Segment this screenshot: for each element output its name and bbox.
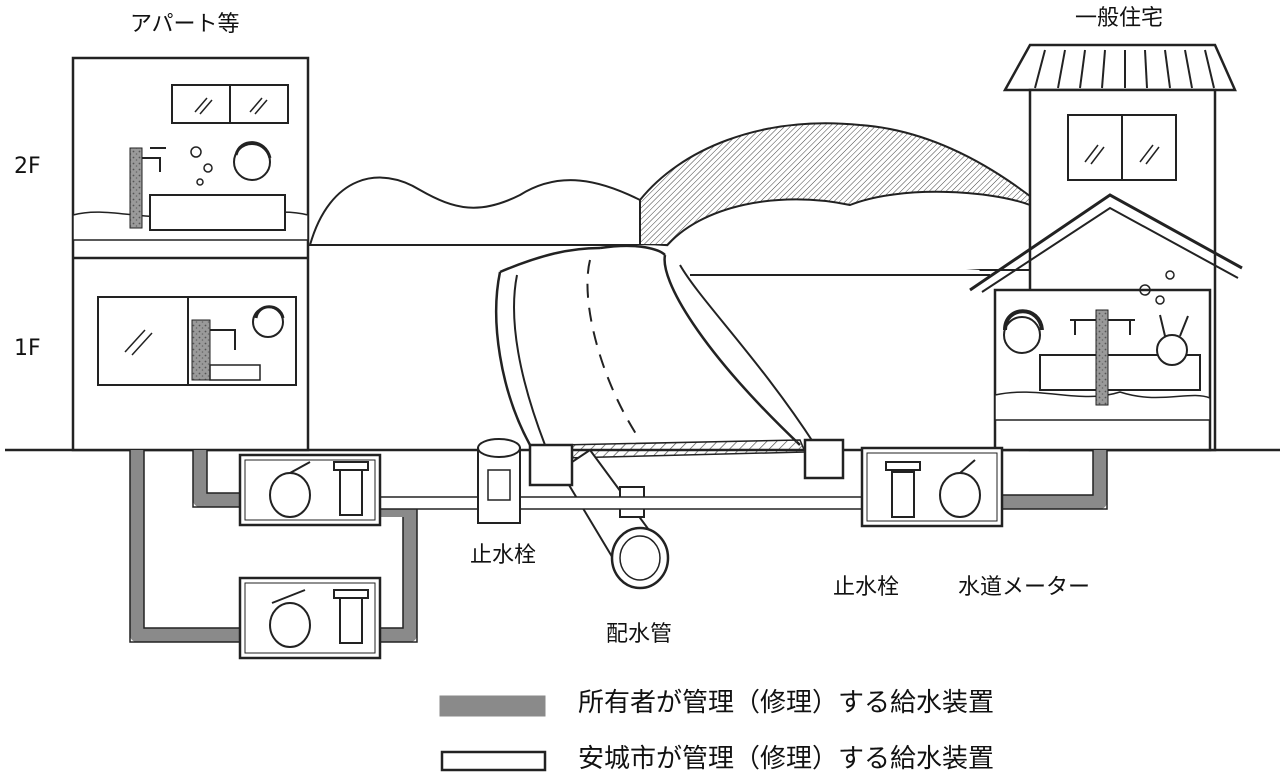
city-pipe xyxy=(379,496,871,510)
legend-owner-swatch xyxy=(439,695,546,717)
distribution-pipe-shape xyxy=(558,448,670,590)
apartment-label: アパート等 xyxy=(130,12,240,37)
meter-box-apt-1F xyxy=(238,453,382,527)
legend-city-text: 安城市が管理（修理）する給水装置 xyxy=(578,744,995,774)
valve-box-left xyxy=(528,443,574,487)
legend-city-swatch xyxy=(440,750,547,772)
legend-owner-text: 所有者が管理（修理）する給水装置 xyxy=(578,688,995,718)
stopcock-left xyxy=(477,438,521,524)
meter-box-house xyxy=(860,446,1004,528)
road xyxy=(495,244,990,459)
distribution-pipe-label: 配水管 xyxy=(606,622,673,647)
apartment-building xyxy=(71,56,310,452)
stopcock-left-label: 止水栓 xyxy=(470,543,537,568)
floor-2f-label: 2F xyxy=(14,154,41,179)
mountains xyxy=(308,122,1036,271)
house xyxy=(969,43,1243,452)
valve-box-right xyxy=(803,438,845,480)
house-label: 一般住宅 xyxy=(1075,6,1164,31)
stopcock-right-label: 止水栓 xyxy=(833,575,900,600)
floor-1f-label: 1F xyxy=(14,336,41,361)
meter-box-apt-2F xyxy=(238,576,382,660)
water-meter-label: 水道メーター xyxy=(958,575,1091,600)
